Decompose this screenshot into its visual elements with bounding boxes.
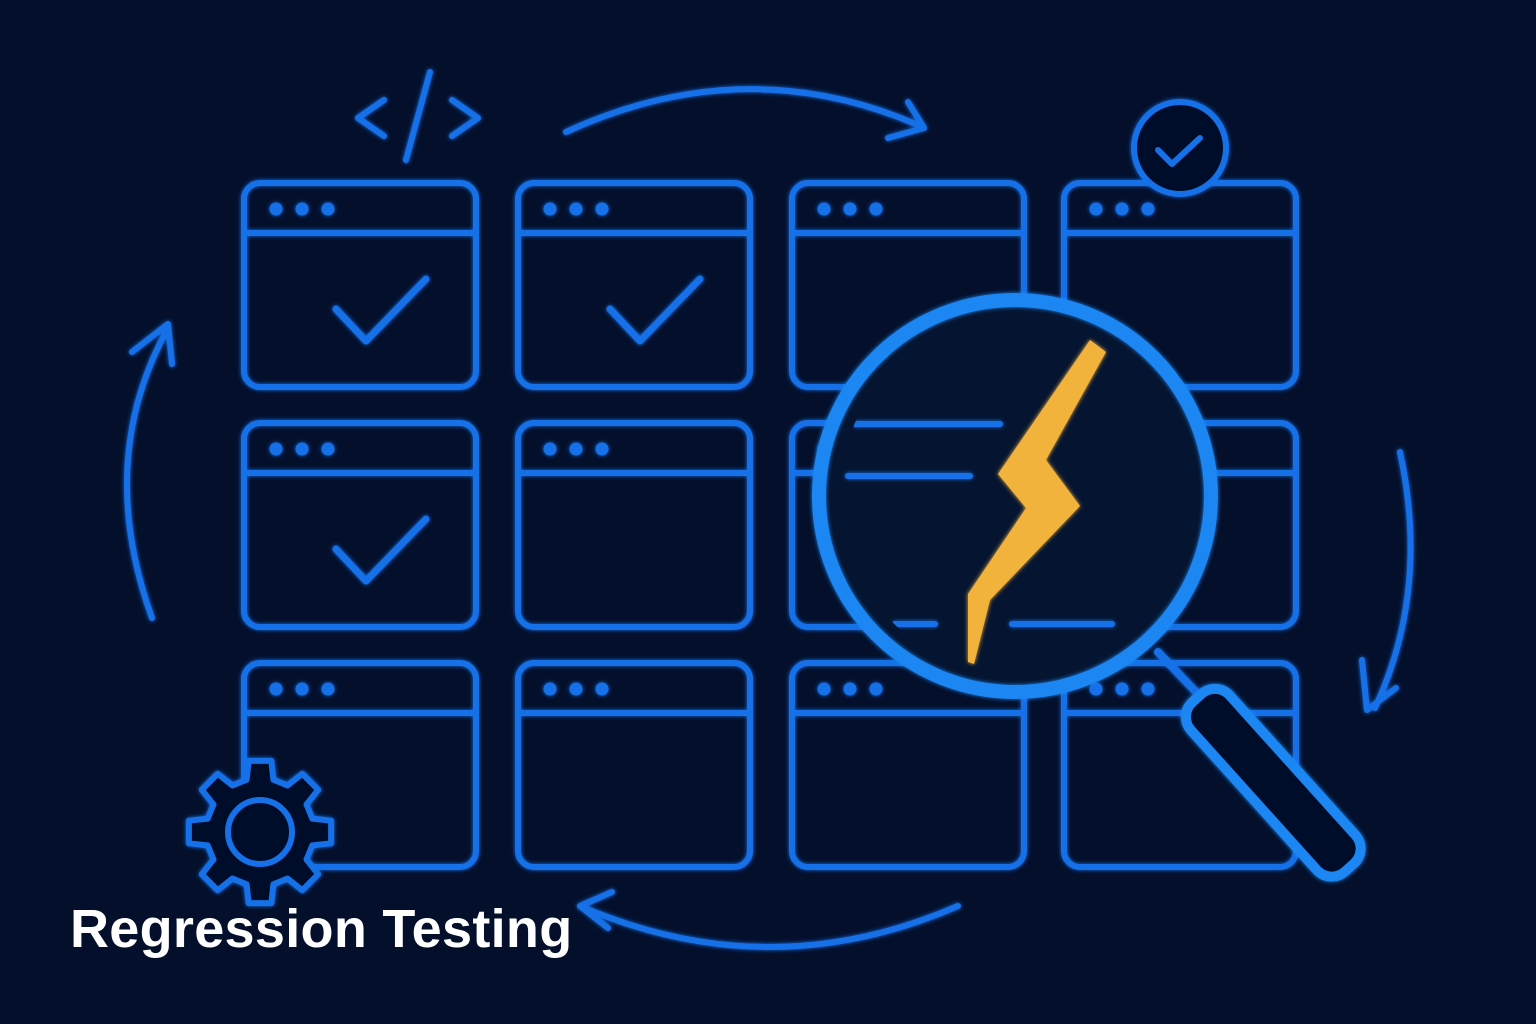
window-r2-c2: [515, 420, 753, 630]
window-r2-c1: [241, 420, 479, 630]
window-frame: [241, 180, 479, 390]
check-circle-icon: [1131, 99, 1229, 197]
magnifier-lens-fill: [819, 300, 1211, 692]
window-dot: [543, 682, 557, 696]
lightning-bolt-icon: [968, 340, 1106, 664]
window-dot: [817, 682, 831, 696]
window-dot: [1089, 202, 1103, 216]
window-dot: [595, 442, 609, 456]
window-dot: [269, 682, 283, 696]
window-r3-c2: [515, 660, 753, 870]
window-frame: [241, 660, 479, 870]
window-dot: [1115, 682, 1129, 696]
arrow-right: [1359, 449, 1414, 713]
window-dot: [817, 202, 831, 216]
window-frame: [515, 180, 753, 390]
magnifying-glass-icon: [812, 293, 1366, 882]
window-dot: [569, 202, 583, 216]
window-dot: [869, 682, 883, 696]
page-title: Regression Testing: [70, 899, 573, 959]
window-r1-c1: [241, 180, 479, 390]
window-dot: [595, 682, 609, 696]
checkmark-icon: [332, 275, 430, 345]
window-dot: [1089, 682, 1103, 696]
window-dot: [543, 442, 557, 456]
window-dot: [295, 442, 309, 456]
window-dot: [295, 682, 309, 696]
window-dot: [1115, 202, 1129, 216]
window-dot: [1141, 682, 1155, 696]
window-frame: [515, 660, 753, 870]
window-dot: [543, 202, 557, 216]
window-frame: [241, 420, 479, 630]
gear-icon: [185, 757, 335, 907]
window-dot: [321, 442, 335, 456]
window-dot: [595, 202, 609, 216]
lens-content: [845, 340, 1115, 664]
window-dot: [269, 202, 283, 216]
window-frame: [515, 420, 753, 630]
window-dot: [843, 202, 857, 216]
magnifier-ring: [812, 293, 1218, 699]
window-dot: [1141, 202, 1155, 216]
window-dot: [569, 682, 583, 696]
arrow-bottom: [577, 889, 961, 950]
window-r1-c2: [515, 180, 753, 390]
window-dot: [269, 442, 283, 456]
window-dot: [321, 682, 335, 696]
code-brackets-icon: [355, 69, 481, 163]
window-dot: [569, 442, 583, 456]
cycle-arrows-icon: [124, 86, 1414, 950]
arrow-left: [124, 321, 175, 621]
checkmark-icon: [332, 515, 430, 585]
checkmark-icon: [606, 275, 704, 345]
window-dot: [321, 202, 335, 216]
magnifier-handle: [1154, 648, 1366, 882]
window-dot: [843, 682, 857, 696]
arrow-top: [563, 86, 927, 141]
window-r3-c1: [241, 660, 479, 870]
window-dot: [869, 202, 883, 216]
window-dot: [295, 202, 309, 216]
